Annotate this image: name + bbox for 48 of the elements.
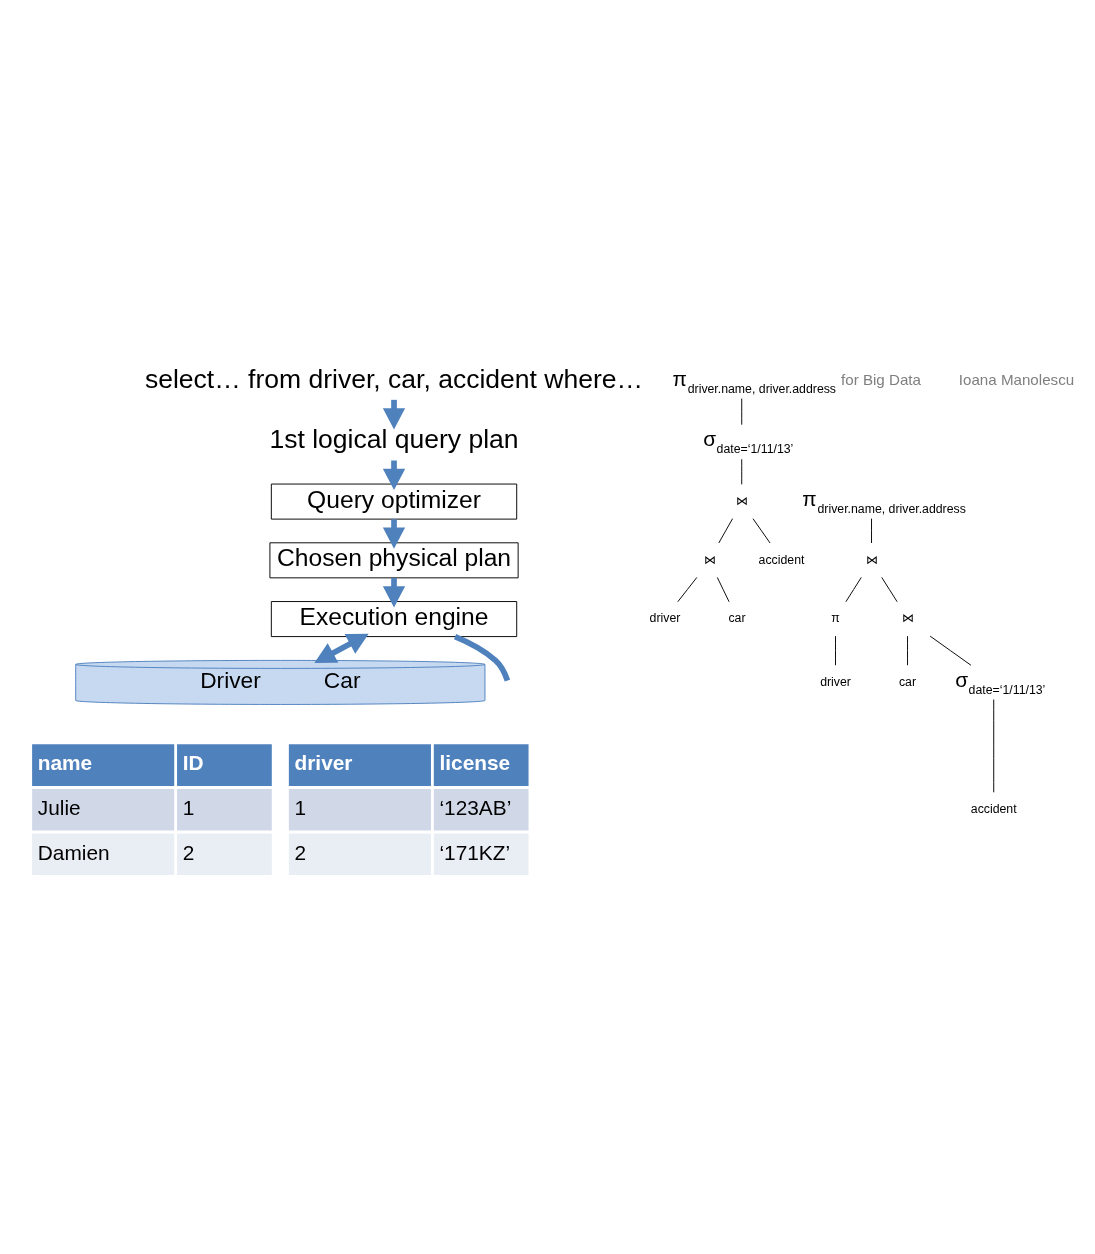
connector (677, 576, 698, 603)
node-text: select… from driver, car, accident where… (144, 363, 644, 394)
connector (718, 518, 734, 544)
node-box: Execution engine (270, 601, 518, 638)
node-text: ⋈ (703, 552, 716, 567)
connector (752, 518, 771, 544)
node-text: car (728, 611, 746, 626)
node-text: driver (820, 674, 851, 689)
label: 1 (182, 796, 195, 820)
node-text: car (898, 674, 917, 689)
arrow (314, 633, 369, 664)
node-text: σ$_{date=‘1/11/13’}$ (955, 667, 1046, 697)
label: Damien (37, 840, 110, 864)
label: ID (182, 750, 204, 774)
node-text: π (831, 611, 840, 626)
label: 2 (294, 840, 307, 864)
label: 2 (182, 840, 195, 864)
node-box: Query optimizer (270, 483, 518, 520)
node-text: ⋈ (865, 552, 878, 567)
node-text: 1st logical query plan (269, 424, 519, 455)
label: driver (294, 750, 353, 774)
label: Julie (37, 796, 81, 820)
label: license (439, 750, 511, 774)
node-box: Chosen physical plan (269, 542, 519, 579)
connector (929, 635, 972, 666)
connector (871, 518, 872, 544)
label: name (37, 750, 93, 774)
label: Ioana Manolescu (958, 370, 1075, 388)
connector (881, 576, 898, 603)
connector (993, 699, 995, 793)
node-text: ⋈ (901, 611, 914, 626)
node-text: π$_{driver.name, driver.address}$ (672, 366, 837, 396)
connector (716, 576, 730, 603)
connector (845, 576, 862, 603)
label: ‘171KZ’ (439, 840, 511, 864)
node-text: σ$_{date=‘1/11/13’}$ (703, 427, 794, 457)
node-text: driver (649, 611, 681, 626)
connector (741, 398, 743, 426)
label: ‘123AB’ (439, 796, 512, 820)
connector (741, 458, 743, 485)
node-text: accident (970, 801, 1017, 816)
connector (907, 635, 908, 666)
label: 1 (294, 796, 307, 820)
node-text: ⋈ (735, 493, 748, 508)
node-text: π$_{driver.name, driver.address}$ (802, 486, 966, 516)
node-text: accident (758, 552, 805, 567)
label: for Big Data (841, 370, 921, 388)
connector (835, 635, 836, 666)
